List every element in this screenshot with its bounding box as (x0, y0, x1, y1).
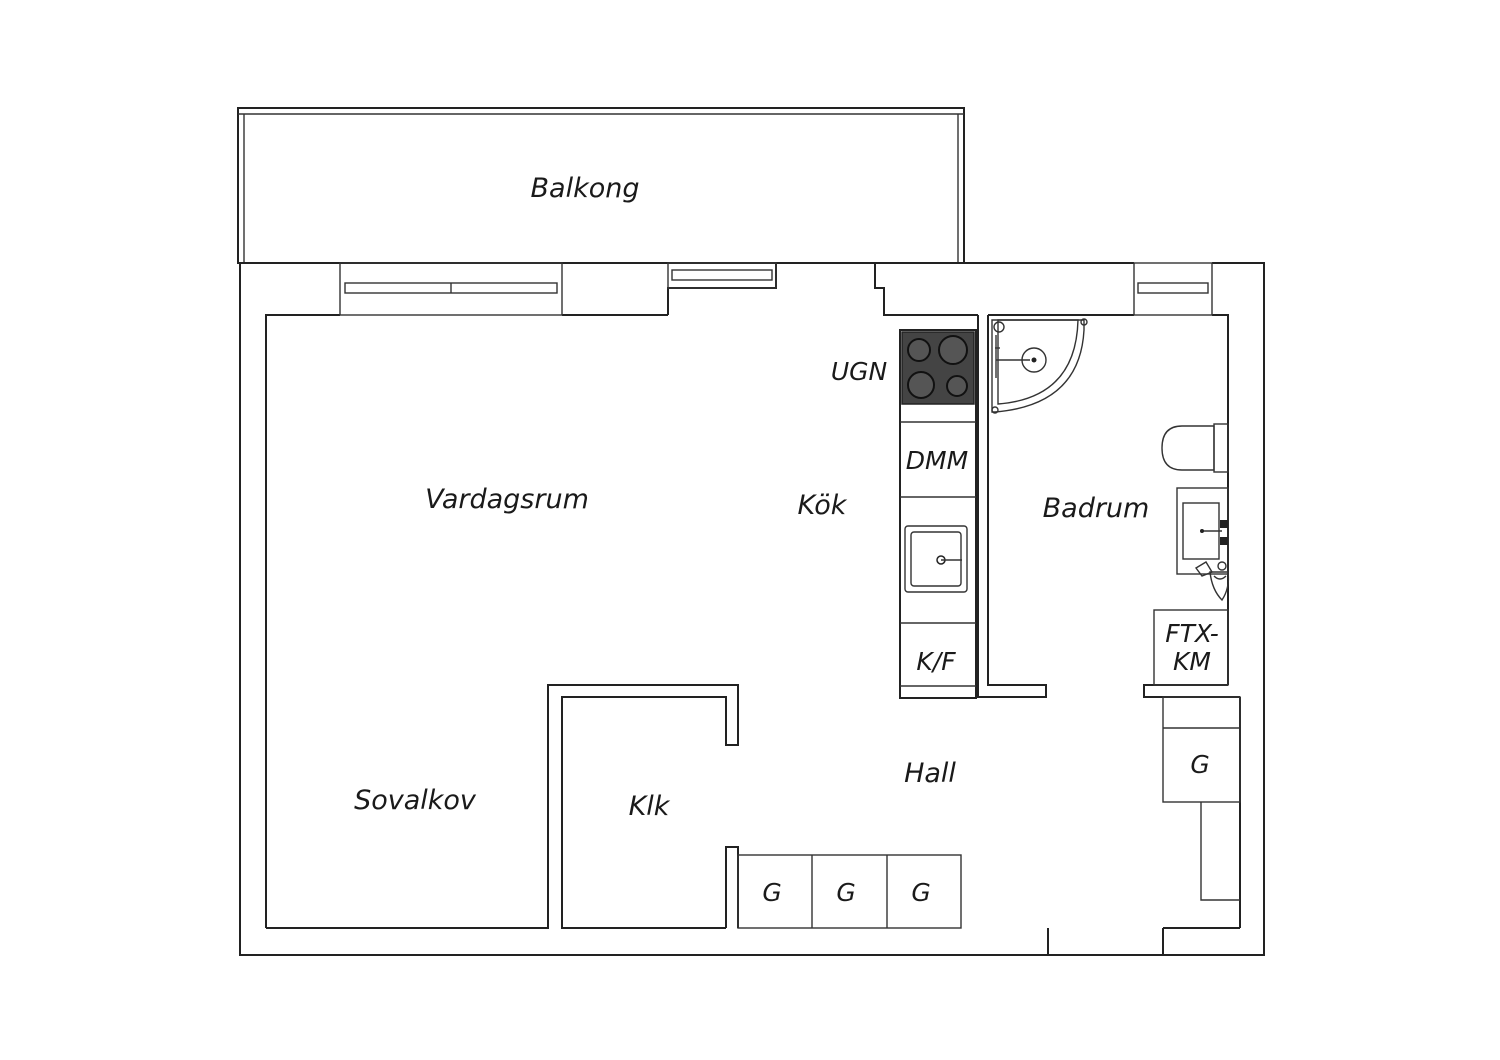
fixture-label-wardrobe-3: G (911, 878, 930, 907)
fixture-label-wardrobe-1: G (762, 878, 781, 907)
window-balcony-door (667, 262, 777, 289)
room-label-balcony: Balkong (531, 173, 640, 204)
toilet-icon (1161, 423, 1229, 473)
fixture-label-oven: UGN (831, 357, 888, 386)
room-label-living-room: Vardagsrum (425, 484, 589, 515)
fixture-label-wardrobe-hall: G (1190, 750, 1209, 779)
fixture-label-ventilation-2: KM (1173, 647, 1211, 676)
bathroom-sink-icon (1176, 487, 1229, 575)
wardrobe-row (737, 854, 962, 929)
window-living-room (339, 262, 563, 316)
room-label-alcove: Sovalkov (354, 785, 477, 816)
kitchen-sink-icon (904, 525, 968, 593)
outer-walls (239, 262, 1265, 956)
room-label-hall: Hall (904, 758, 956, 789)
room-label-kitchen: Kök (798, 490, 848, 521)
fixture-label-ventilation-1: FTX- (1165, 619, 1219, 648)
fixture-label-wardrobe-2: G (836, 878, 855, 907)
ventilation-unit (1153, 609, 1229, 686)
shower-icon (991, 318, 1088, 414)
inner-wall-line (265, 263, 1241, 955)
room-label-bathroom: Badrum (1043, 493, 1150, 524)
kitchen-counter (899, 329, 977, 699)
room-label-closet: Klk (629, 791, 671, 822)
laundry-icon (1194, 561, 1230, 602)
fixture-label-fridge-freezer: K/F (916, 647, 956, 676)
wardrobe-right (1162, 696, 1241, 901)
stove-icon (901, 331, 975, 405)
fixture-label-dishwasher: DMM (906, 446, 968, 475)
window-bathroom (1133, 262, 1213, 316)
